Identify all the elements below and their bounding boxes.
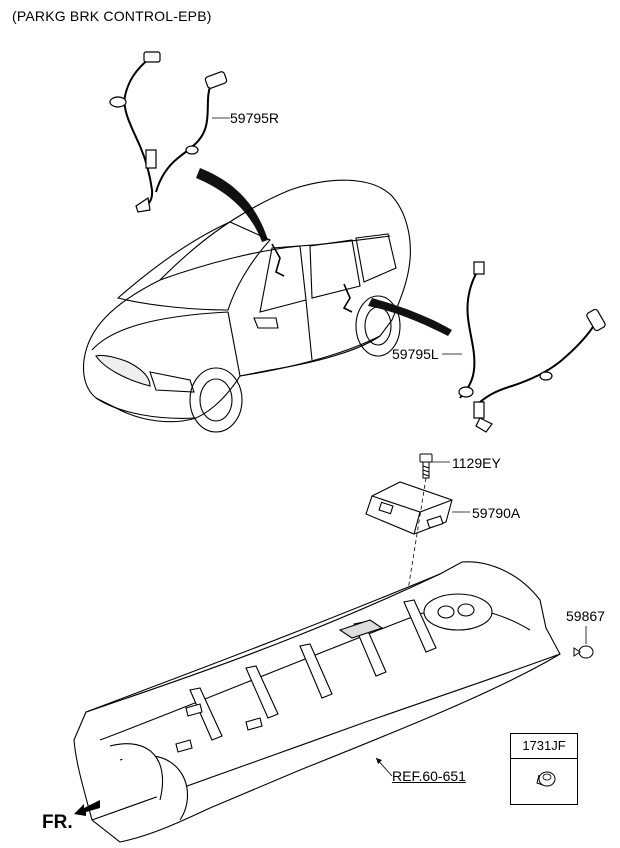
callout-59790a: 59790A <box>472 505 521 521</box>
vehicle-illustration <box>82 179 411 433</box>
epb-module[interactable] <box>365 481 453 535</box>
bolt-part[interactable] <box>419 453 433 479</box>
diagram-title: (PARKG BRK CONTROL-EPB) <box>12 8 212 24</box>
front-direction-label: FR. <box>42 812 73 833</box>
floor-panel[interactable] <box>73 561 561 843</box>
grommet-icon <box>536 771 556 787</box>
pointer-wedge-left <box>368 298 452 336</box>
pointer-wedge-right <box>196 168 268 242</box>
part-code-box: 1731JF <box>510 733 578 805</box>
callout-59867: 59867 <box>566 608 605 624</box>
callout-59795r: 59795R <box>230 110 280 126</box>
part-code-label: 1731JF <box>511 734 577 759</box>
callout-59795l: 59795L <box>392 346 439 362</box>
sensor-harness-left[interactable] <box>458 261 606 433</box>
ref-arrowhead <box>376 758 382 764</box>
front-arrow-icon <box>74 800 100 816</box>
clip-part[interactable] <box>573 645 594 659</box>
callout-ref[interactable]: REF.60-651 <box>392 768 466 784</box>
callout-1129ey: 1129EY <box>452 455 501 471</box>
sensor-harness-right[interactable] <box>109 51 228 213</box>
